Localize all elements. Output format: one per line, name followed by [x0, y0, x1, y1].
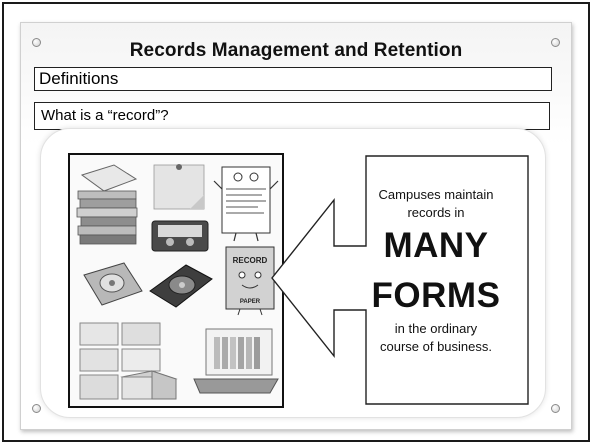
file-boxes-icon	[79, 322, 178, 400]
question-box: What is a “record”?	[34, 102, 550, 130]
record-sign-bottom-text: PAPER	[240, 299, 261, 305]
callout-big-many: MANY	[383, 226, 489, 265]
pushpin-icon	[32, 38, 41, 47]
sticky-note-icon	[153, 164, 205, 210]
callout-text: Campuses maintain records in MANY FORMS …	[353, 162, 519, 356]
records-collage-image: RECORD PAPER	[68, 153, 284, 408]
slide-title: Records Management and Retention	[129, 40, 463, 61]
paper-character-icon	[213, 166, 279, 242]
pushpin-icon	[551, 404, 560, 413]
callout-big-forms: FORMS	[371, 276, 501, 315]
left-arrow-callout	[271, 155, 529, 405]
record-paper-sign-icon: RECORD PAPER	[225, 246, 275, 316]
section-label-box: Definitions	[34, 67, 552, 91]
pushpin-icon	[32, 404, 41, 413]
hard-drive-icon	[83, 262, 143, 306]
record-sign-top-text: RECORD	[233, 256, 268, 265]
cassette-tape-icon	[151, 220, 209, 252]
laptop-files-icon	[193, 328, 279, 394]
callout-line-1: Campuses maintain	[378, 187, 494, 202]
hard-drive-icon	[149, 264, 213, 308]
callout-line-2: records in	[407, 205, 465, 220]
callout-line-4: course of business.	[379, 339, 492, 354]
pushpin-icon	[551, 38, 560, 47]
book-stack-icon	[76, 164, 138, 245]
callout-line-3: in the ordinary	[394, 321, 478, 336]
